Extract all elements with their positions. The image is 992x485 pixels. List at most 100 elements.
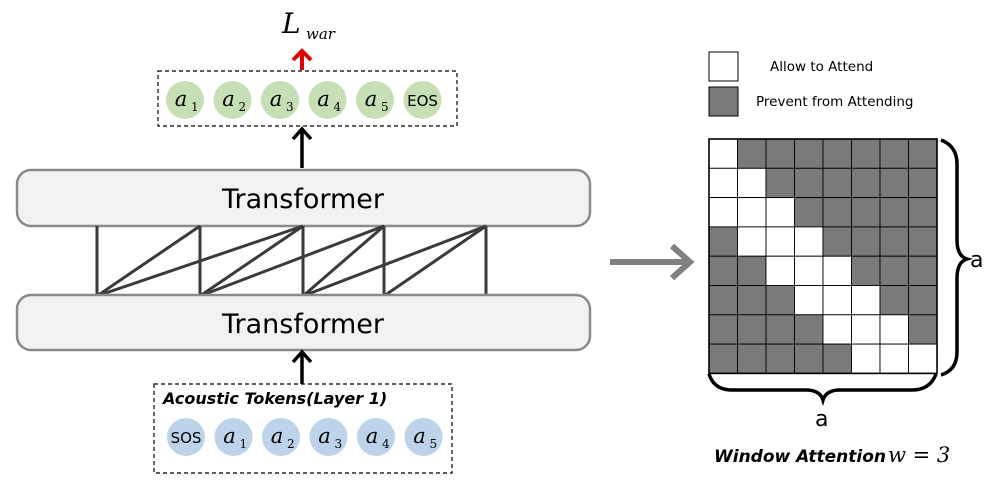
matrix-cell-prevent [737, 255, 767, 286]
input-token-label: a [271, 424, 284, 448]
matrix-cell-prevent [908, 138, 938, 169]
output-arrow [291, 126, 313, 168]
matrix-cell-prevent [908, 255, 938, 286]
connection-diagonal [199, 224, 304, 298]
matrix-cell-prevent [822, 167, 852, 199]
output-token: EOS [403, 81, 442, 119]
matrix-cell-allow [794, 226, 824, 257]
matrix-cell-allow [822, 285, 852, 316]
matrix-cell-allow [851, 314, 881, 345]
legend-prevent-swatch [708, 86, 739, 117]
matrix-cell-prevent [765, 285, 795, 316]
output-token-label: a [365, 87, 378, 111]
matrix-cell-prevent [737, 285, 767, 316]
matrix-cell-allow [908, 343, 938, 374]
matrix-cell-prevent [879, 197, 909, 228]
output-token-label: a [175, 87, 188, 111]
matrix-cell-prevent [908, 314, 938, 345]
matrix-cell-prevent [879, 226, 909, 257]
input-token-label: a [366, 424, 379, 448]
matrix-cell-prevent [708, 314, 738, 345]
transformer-top-label: Transformer [221, 184, 385, 215]
matrix-cell-prevent [765, 167, 795, 199]
matrix-cell-prevent [765, 314, 795, 345]
matrix-cell-prevent [908, 285, 938, 316]
legend-allow-swatch [708, 51, 739, 82]
matrix-cell-prevent [708, 285, 738, 316]
matrix-cell-prevent [794, 197, 824, 228]
matrix-cell-prevent [908, 167, 938, 199]
input-token-circle [167, 418, 205, 456]
caption-text: Window Attention [714, 447, 886, 467]
matrix-cell-allow [879, 343, 909, 374]
input-token-subscript: 1 [240, 437, 248, 451]
matrix-bottom-label: a [815, 407, 828, 432]
matrix-cell-prevent [879, 255, 909, 286]
input-token-label: SOS [171, 429, 202, 447]
matrix-cell-allow [851, 343, 881, 374]
output-token-circle [308, 81, 347, 119]
transformer-bottom-label: Transformer [221, 309, 385, 340]
output-token-subscript: 5 [381, 100, 389, 114]
attention-matrix [708, 138, 938, 375]
matrix-bottom-brace [707, 373, 938, 407]
connection-diagonal [302, 224, 385, 298]
output-token-label: a [270, 87, 283, 111]
output-token-label: a [317, 87, 330, 111]
matrix-cell-prevent [765, 138, 795, 169]
matrix-cell-prevent [908, 226, 938, 257]
connection-diagonal [302, 224, 487, 298]
connection-diagonal [96, 224, 201, 298]
output-token-subscript: 4 [334, 100, 342, 114]
loss-arrow [291, 48, 313, 70]
input-token-circle [214, 418, 253, 456]
matrix-cell-allow [822, 314, 852, 345]
loss-symbol: L [281, 7, 301, 40]
output-token-subscript: 3 [286, 100, 294, 114]
output-token-label: a [222, 87, 235, 111]
matrix-cell-allow [708, 167, 738, 199]
output-token-circle [166, 81, 204, 119]
matrix-cell-prevent [708, 226, 738, 257]
output-token-subscript: 1 [191, 100, 199, 114]
output-token-circle [356, 81, 394, 119]
matrix-right-label: a [970, 248, 983, 273]
output-tokens-box [157, 70, 458, 127]
output-token-circle [403, 81, 442, 119]
matrix-cell-prevent [851, 197, 881, 228]
matrix-cell-prevent [822, 138, 852, 169]
matrix-right-brace [940, 138, 974, 377]
matrix-cell-allow [737, 226, 767, 257]
matrix-cell-prevent [851, 167, 881, 199]
matrix-cell-prevent [851, 226, 881, 257]
input-token-subscript: 3 [335, 437, 343, 451]
matrix-cell-prevent [879, 167, 909, 199]
matrix-cell-allow [765, 197, 795, 228]
matrix-cell-allow [765, 226, 795, 257]
input-token-circle [309, 418, 348, 456]
input-token-subscript: 4 [382, 437, 390, 451]
matrix-cell-prevent [879, 285, 909, 316]
matrix-cell-prevent [794, 167, 824, 199]
matrix-cell-prevent [765, 343, 795, 374]
output-token-circle [213, 81, 252, 119]
matrix-cell-allow [851, 285, 881, 316]
input-token-label: a [318, 424, 331, 448]
transition-arrow [610, 243, 695, 281]
matrix-cell-prevent [794, 138, 824, 169]
matrix-border [708, 138, 938, 375]
input-token-label: a [413, 424, 426, 448]
input-token-subscript: 5 [430, 437, 438, 451]
matrix-cell-allow [737, 167, 767, 199]
matrix-cell-allow [737, 197, 767, 228]
matrix-cell-prevent [851, 138, 881, 169]
matrix-cell-prevent [822, 343, 852, 374]
matrix-cell-prevent [737, 138, 767, 169]
